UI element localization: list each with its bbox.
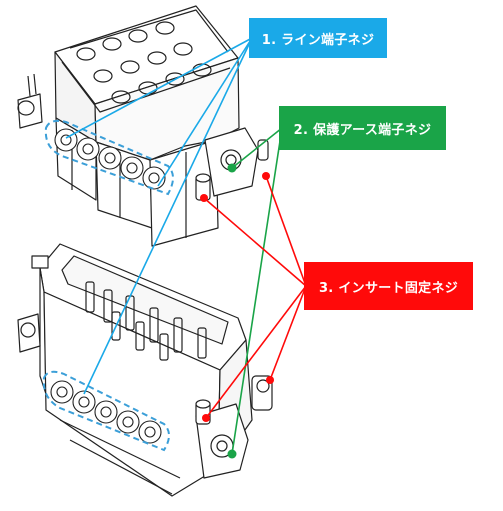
pe-screw-markers — [227, 163, 237, 459]
pe-screw-callout-lines — [231, 127, 283, 455]
line-screw-callout-lines — [65, 37, 253, 395]
protective-earth-screw-label: 2. 保護アース端子ネジ — [279, 106, 446, 150]
insert-screw-markers — [200, 172, 274, 422]
top-connector-insert — [17, 5, 269, 247]
line-terminal-screw-label: 1. ライン端子ネジ — [249, 18, 387, 58]
top-contact-holes — [76, 21, 212, 104]
bottom-connector-insert — [17, 243, 273, 497]
insert-fixing-screw-label: 3. インサート固定ネジ — [304, 262, 473, 310]
bottom-screws-highlight — [42, 370, 170, 452]
top-line-terminal-screws — [54, 128, 166, 190]
bottom-line-terminal-screws — [50, 380, 162, 444]
insert-screw-callout-lines — [203, 175, 307, 419]
top-screws-highlight — [44, 119, 174, 196]
bottom-contact-pins — [85, 281, 207, 361]
